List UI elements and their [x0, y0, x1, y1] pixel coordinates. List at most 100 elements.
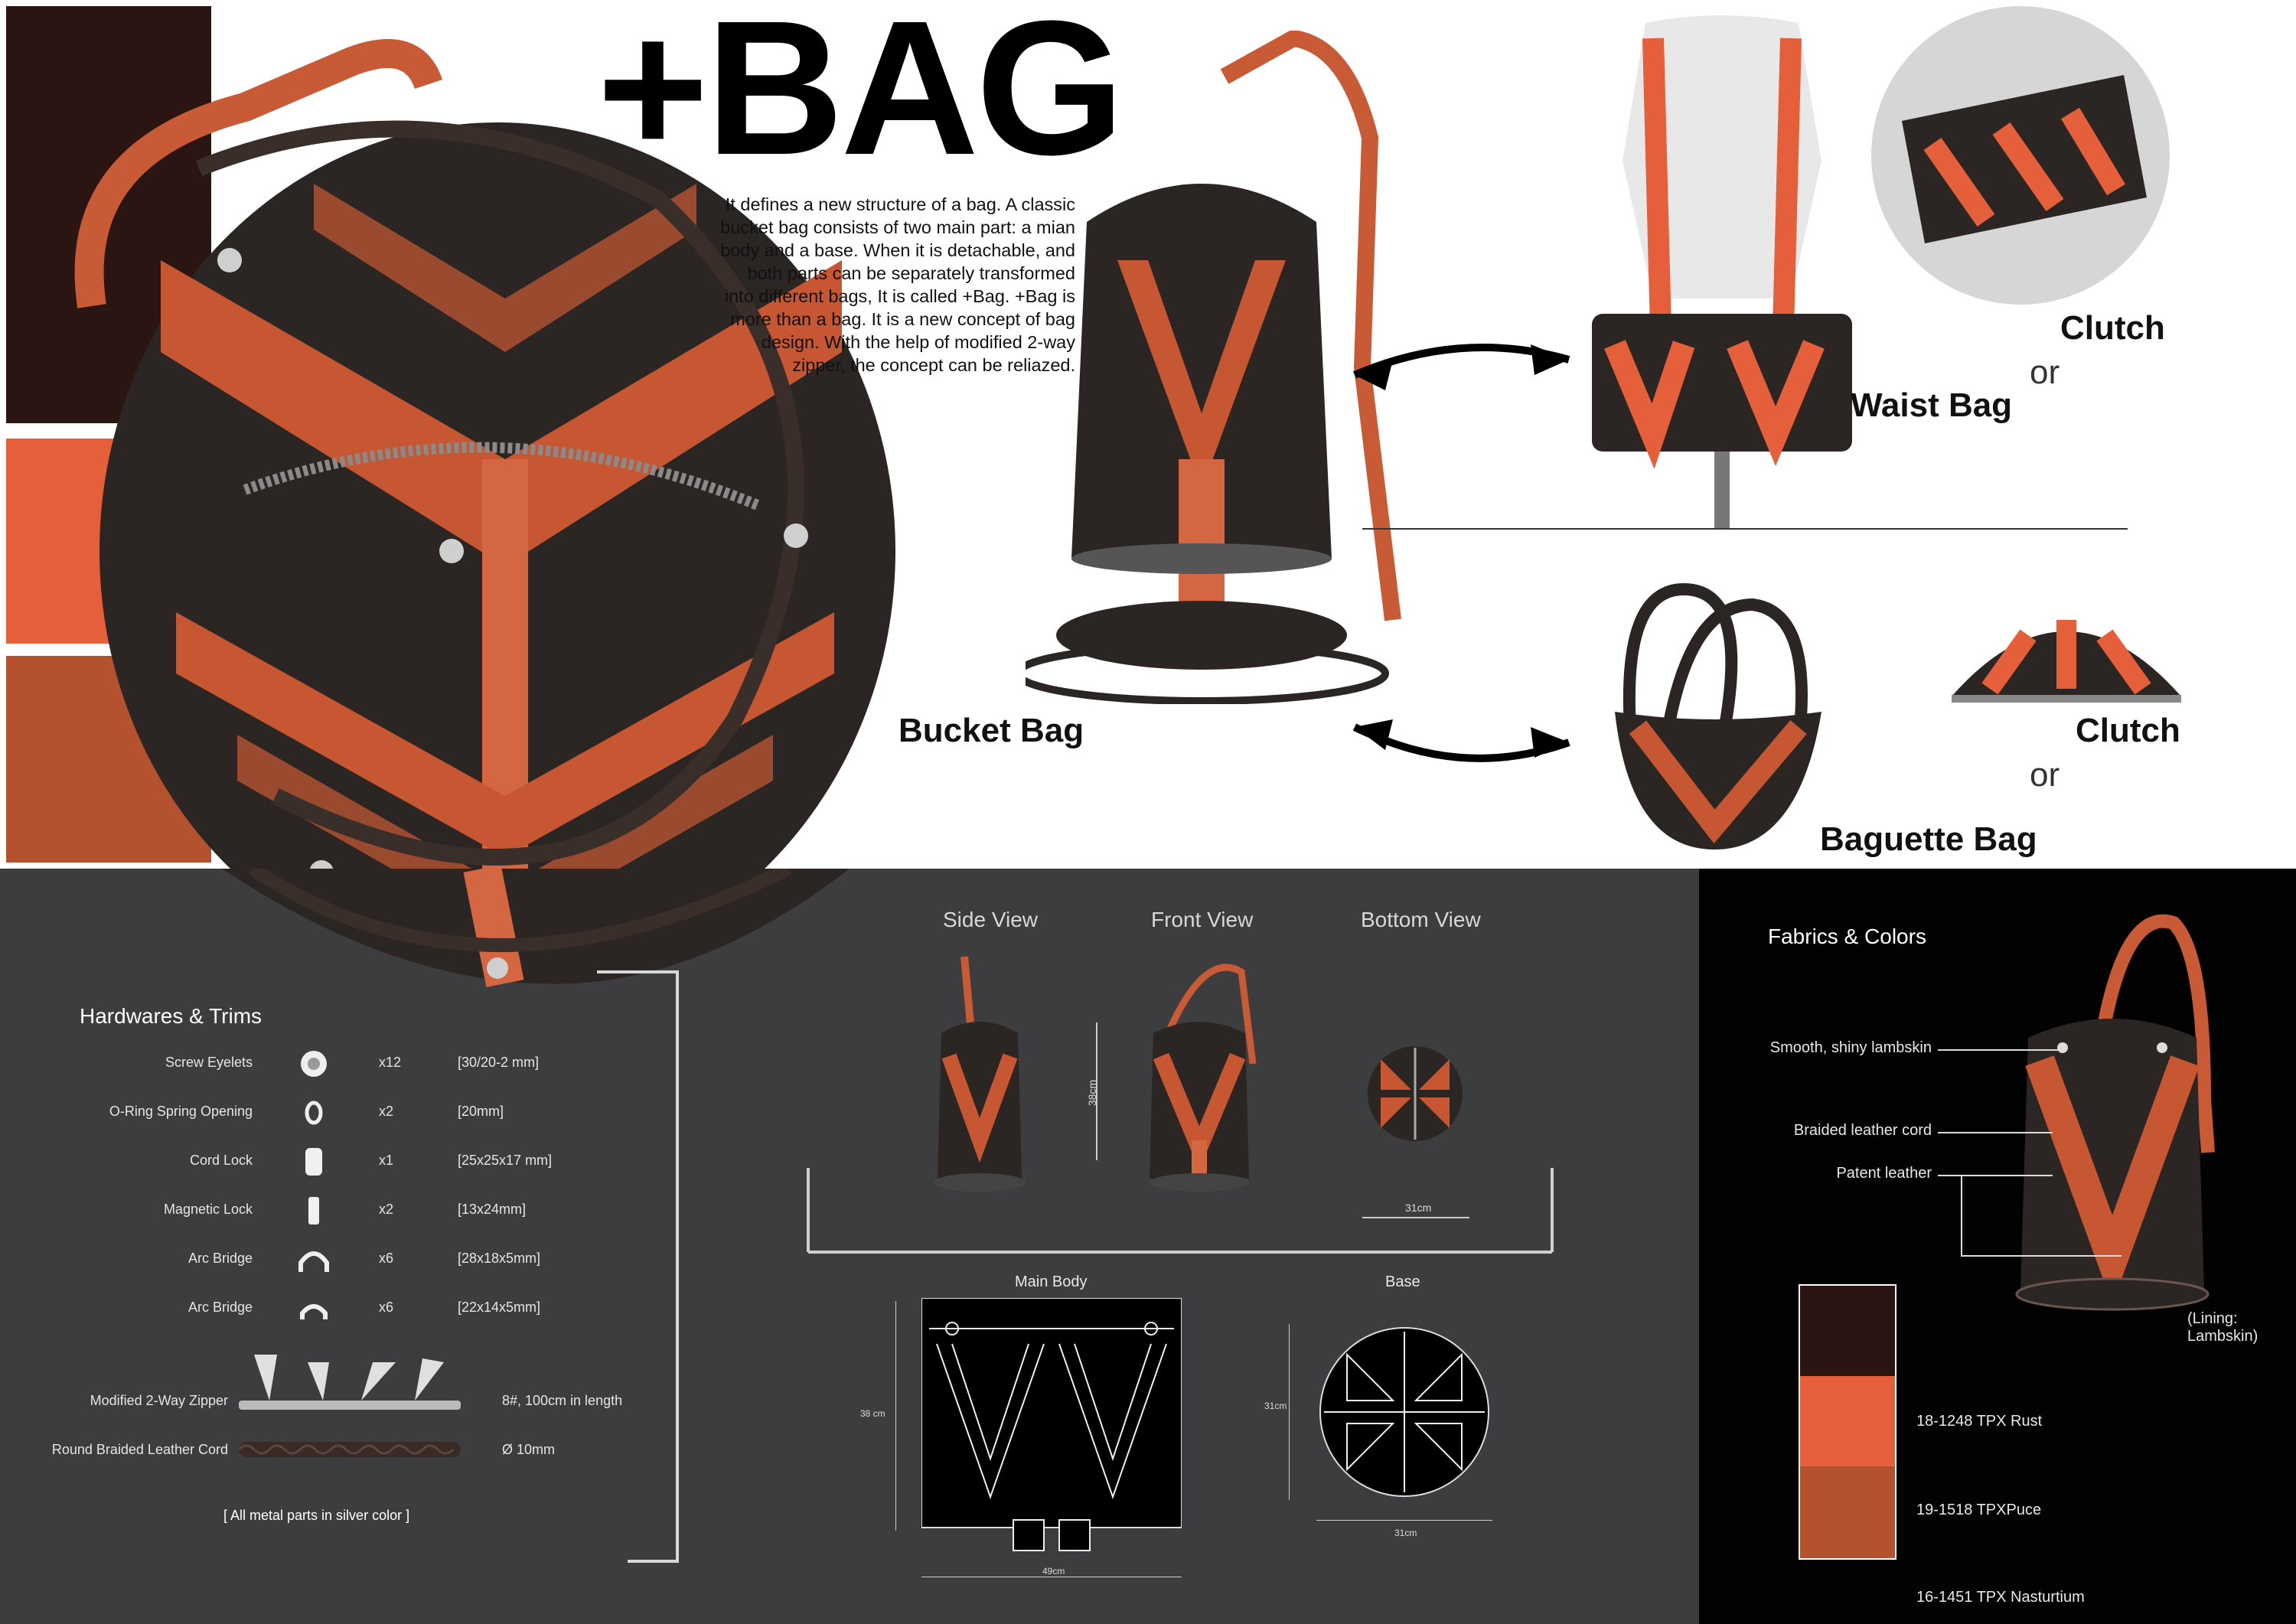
callout-line	[1938, 1049, 2060, 1051]
fabric-callout: Braided leather cord	[1793, 1122, 1932, 1139]
hardware-size: [28x18x5mm]	[458, 1251, 541, 1266]
fabric-callout: Smooth, shiny lambskin	[1769, 1039, 1932, 1056]
page-title: +BAG	[597, 0, 1125, 194]
zipper-row: Modified 2-Way Zipper 8#, 100cm in lengt…	[31, 1355, 628, 1417]
hardware-size: [20mm]	[458, 1104, 504, 1119]
pantone-swatch-puce	[1799, 1376, 1896, 1468]
hero-bag-render	[74, 39, 895, 980]
hardware-name: O-Ring Spring Opening	[109, 1104, 253, 1119]
bottom-view-render	[1368, 1046, 1463, 1141]
callout-line	[1938, 1132, 2053, 1133]
braided-cord-icon	[239, 1442, 461, 1457]
section-divider	[1362, 528, 2128, 530]
or-label-top: or	[2030, 354, 2060, 391]
eyelet-icon	[301, 1051, 327, 1077]
hardware-qty: x2	[379, 1104, 394, 1119]
main-height-label: 38 cm	[860, 1408, 885, 1419]
hardware-size: [25x25x17 mm]	[458, 1153, 553, 1168]
base-height-line	[1289, 1324, 1290, 1500]
base-height-label: 31cm	[1264, 1401, 1287, 1411]
clutch-label-bottom: Clutch	[2076, 712, 2180, 749]
hardware-row: Arc Bridge x6 [28x18x5mm]	[31, 1244, 628, 1275]
hardware-name: Magnetic Lock	[163, 1202, 253, 1217]
fabric-bag-render	[2015, 914, 2215, 1311]
base-width-line	[1316, 1520, 1492, 1521]
bracket-line-left	[597, 970, 679, 1563]
waist-bag-label: Waist Bag	[1851, 386, 2013, 424]
pantone-label: 16-1451 TPX Nasturtium	[1916, 1589, 2085, 1606]
swap-arrow-top	[1353, 344, 1570, 390]
baguette-bag-label: Baguette Bag	[1820, 820, 2037, 858]
front-view-render	[1150, 964, 1257, 1192]
hardware-name: Cord Lock	[189, 1153, 253, 1168]
zipper-icon	[239, 1355, 461, 1410]
clutch-half-render	[1952, 620, 2181, 703]
callout-line	[1961, 1255, 2122, 1257]
hardware-row: O-Ring Spring Opening x2 [20mm]	[31, 1097, 628, 1128]
hardware-row: Screw Eyelets x12 [30/20-2 mm]	[31, 1048, 628, 1079]
cord-row: Round Braided Leather Cord Ø 10mm	[31, 1436, 628, 1466]
main-width-label: 49cm	[1042, 1566, 1065, 1577]
main-body-pattern	[921, 1298, 1182, 1551]
zipper-spec: 8#, 100cm in length	[502, 1393, 623, 1408]
height-dim-line	[1096, 1022, 1097, 1160]
base-label: Base	[1385, 1273, 1420, 1290]
zipper-name: Modified 2-Way Zipper	[90, 1393, 228, 1408]
clutch-label-top: Clutch	[2060, 309, 2165, 347]
hardware-views-panel	[0, 869, 1699, 1624]
hero-bag-overlap	[222, 869, 850, 987]
clutch-detail-circle	[1871, 6, 2170, 305]
hardware-row: Magnetic Lock x2 [13x24mm]	[31, 1195, 628, 1226]
arc-bridge-icon	[298, 1251, 329, 1272]
cord-name: Round Braided Leather Cord	[51, 1442, 228, 1457]
swap-arrow-bottom	[1352, 719, 1570, 762]
base-width-label: 31cm	[1394, 1528, 1417, 1538]
hardware-row: Arc Bridge x6 [22x14x5mm]	[31, 1293, 628, 1324]
side-view-label: Side View	[943, 908, 1039, 931]
hardware-qty: x2	[379, 1202, 394, 1217]
lining-note: (Lining: Lambskin)	[2187, 1310, 2258, 1345]
width-dim-label: 31cm	[1405, 1202, 1432, 1214]
pantone-swatch-nasturtium	[1799, 1466, 1896, 1560]
bucket-bag-render	[1026, 31, 1401, 704]
callout-bracket	[1961, 1175, 1962, 1256]
views-bracket	[807, 1168, 1554, 1254]
metal-parts-note: [ All metal parts in silver color ]	[223, 1508, 410, 1523]
base-pattern	[1319, 1327, 1489, 1497]
baguette-bag-render	[1615, 582, 1821, 850]
bottom-view-label: Bottom View	[1361, 908, 1481, 931]
hardware-qty: x6	[379, 1251, 394, 1266]
main-body-label: Main Body	[1015, 1273, 1088, 1290]
hardware-size: [30/20-2 mm]	[458, 1055, 540, 1070]
pantone-label: 18-1248 TPX Rust	[1916, 1413, 2043, 1430]
fabrics-heading: Fabrics & Colors	[1768, 925, 1926, 948]
cord-lock-icon	[305, 1148, 322, 1176]
hardware-size: [22x14x5mm]	[458, 1300, 541, 1315]
hardware-qty: x1	[379, 1153, 394, 1168]
o-ring-icon	[305, 1101, 323, 1125]
hardware-row: Cord Lock x1 [25x25x17 mm]	[31, 1146, 628, 1177]
callout-line	[1938, 1175, 2053, 1176]
cord-spec: Ø 10mm	[502, 1442, 556, 1457]
fabric-callout: Patent leather	[1836, 1165, 1932, 1182]
hardware-name: Screw Eyelets	[165, 1055, 253, 1070]
hardware-size: [13x24mm]	[458, 1202, 527, 1217]
pantone-swatch-rust	[1799, 1284, 1896, 1379]
side-view-render	[934, 956, 1026, 1192]
arc-bridge-icon	[300, 1304, 328, 1319]
hardware-name: Arc Bridge	[188, 1251, 253, 1266]
bucket-bag-label: Bucket Bag	[899, 712, 1084, 749]
front-view-label: Front View	[1151, 908, 1254, 931]
or-label-bottom: or	[2030, 756, 2060, 794]
hardware-heading: Hardwares & Trims	[80, 1004, 263, 1028]
concept-description: It defines a new structure of a bag. A c…	[720, 194, 1075, 375]
pantone-label: 19-1518 TPXPuce	[1916, 1502, 2042, 1518]
waist-bag-render	[1592, 15, 1852, 528]
height-dim-label: 38cm	[1086, 1079, 1099, 1107]
hardware-qty: x6	[379, 1300, 394, 1315]
hardware-name: Arc Bridge	[188, 1300, 253, 1315]
main-height-line	[895, 1301, 896, 1531]
hardware-qty: x12	[379, 1055, 402, 1070]
width-dim-line	[1362, 1217, 1469, 1218]
magnetic-lock-icon	[308, 1197, 319, 1225]
